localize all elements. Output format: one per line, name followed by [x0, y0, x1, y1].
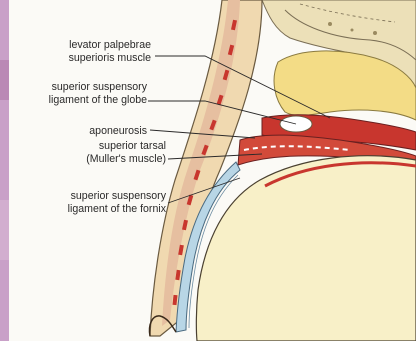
label-ligament-globe-1: superior suspensory	[52, 81, 148, 93]
label-tarsal-1: superior tarsal	[99, 140, 166, 152]
label-ligament-globe-2: ligament of the globe	[49, 94, 147, 106]
label-levator-1: levator palpebrae	[69, 39, 151, 51]
label-levator-2: superioris muscle	[69, 52, 152, 64]
label-ligament-fornix-1: superior suspensory	[71, 190, 167, 202]
label-tarsal-2: (Muller's muscle)	[86, 153, 166, 165]
left-photo-strip	[0, 0, 9, 341]
label-ligament-fornix-2: ligament of the fornix	[68, 203, 167, 215]
label-aponeurosis: aponeurosis	[89, 125, 147, 137]
